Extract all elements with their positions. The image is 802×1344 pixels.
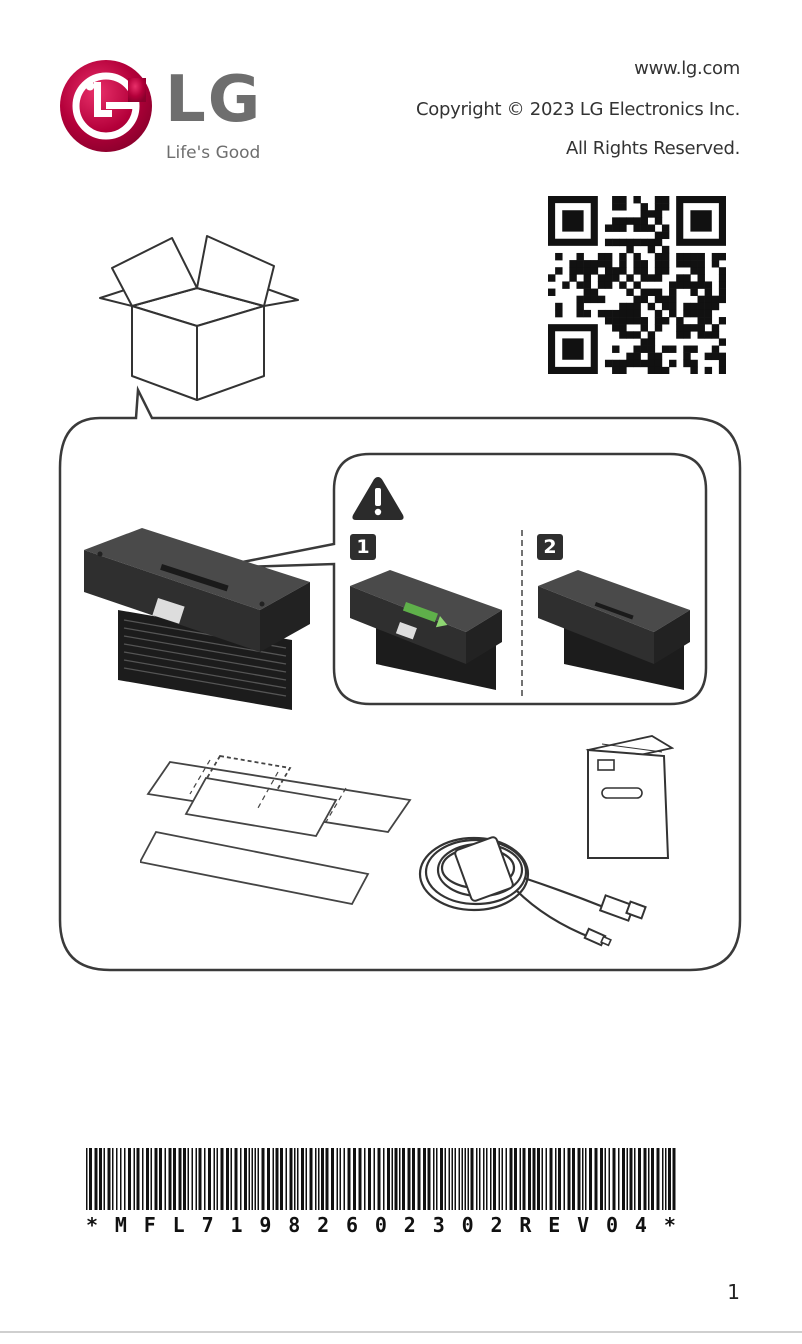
barcode-char: 0 (374, 1213, 387, 1237)
barcode-char: L (172, 1213, 185, 1237)
barcode-char: 8 (288, 1213, 301, 1237)
brand-tagline: Life's Good (166, 143, 261, 163)
barcode-char: 9 (259, 1213, 272, 1237)
open-box-icon (99, 235, 299, 401)
barcode-char: 2 (317, 1213, 330, 1237)
barcode-char: 0 (606, 1213, 619, 1237)
website-url[interactable]: www.lg.com (634, 58, 740, 79)
usb-cable-icon (418, 836, 647, 947)
barcode-char: 0 (461, 1213, 474, 1237)
barcode-char: 4 (634, 1213, 647, 1237)
barcode-char: 2 (490, 1213, 503, 1237)
adhesive-pads-icon (140, 755, 412, 906)
brand-name: LG (165, 63, 263, 137)
page-number: 1 (727, 1280, 740, 1304)
manual-booklet-icon (585, 735, 674, 859)
step-2-device-icon (538, 570, 690, 690)
barcode-char: * (663, 1213, 676, 1237)
barcode-char: 6 (346, 1213, 359, 1237)
barcode-char: F (143, 1213, 156, 1237)
rights-text: All Rights Reserved. (565, 138, 740, 159)
device-module-icon (84, 528, 310, 710)
barcode-char: E (548, 1213, 561, 1237)
qr-code-icon[interactable] (548, 196, 726, 374)
copyright-text: Copyright © 2023 LG Electronics Inc. (416, 99, 740, 120)
bottom-divider (0, 1331, 802, 1333)
step-2-badge: 2 (537, 534, 563, 560)
barcode-char: 7 (201, 1213, 214, 1237)
barcode-icon (86, 1148, 676, 1210)
step-1-device-icon (350, 570, 502, 690)
barcode-char: 1 (230, 1213, 243, 1237)
barcode-char: V (577, 1213, 590, 1237)
barcode-char: 2 (403, 1213, 416, 1237)
barcode-char: R (519, 1213, 532, 1237)
barcode-char: * (86, 1213, 99, 1237)
warning-triangle-icon (352, 477, 404, 520)
step-1-badge: 1 (350, 534, 376, 560)
lg-logo-icon (60, 60, 152, 152)
barcode-char: 3 (432, 1213, 445, 1237)
barcode-char: M (114, 1213, 127, 1237)
